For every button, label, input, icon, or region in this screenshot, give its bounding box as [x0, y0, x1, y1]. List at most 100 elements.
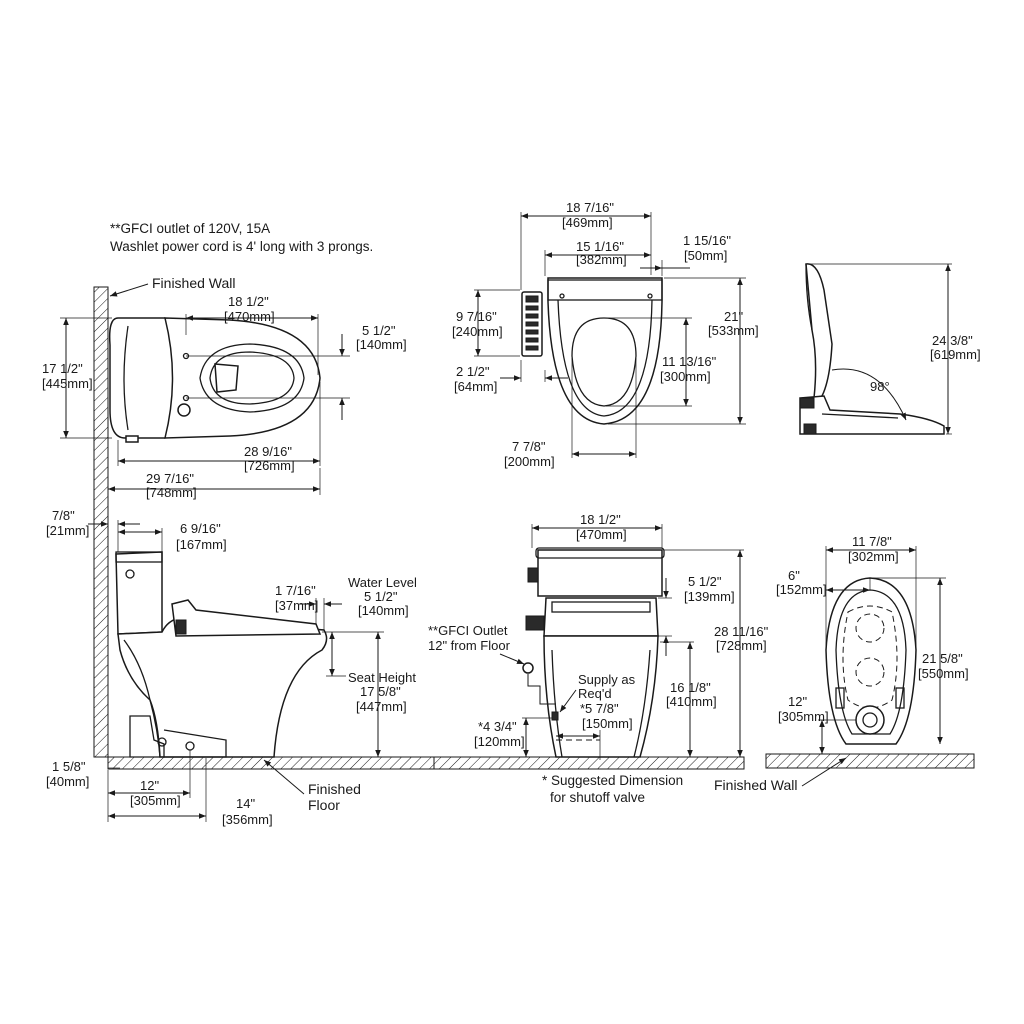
seat-d2-mm: [382mm]	[576, 252, 627, 267]
top-d1-in: 18 1/2"	[228, 294, 269, 309]
gfci-outlet	[522, 662, 534, 674]
side-d6-in: 1 5/8"	[52, 759, 86, 774]
supply-label-1: Supply as	[578, 672, 636, 687]
side-d7-in: 12"	[140, 778, 159, 793]
bottom-d3-in: 21 5/8"	[922, 651, 963, 666]
seatside-d1-in: 24 3/8"	[932, 333, 973, 348]
flush-button	[177, 403, 191, 417]
front-d5-mm: [150mm]	[582, 716, 633, 731]
finished-floor-label-1: Finished	[308, 781, 361, 797]
top-d5-in: 29 7/16"	[146, 471, 194, 486]
side-d3-mm: [37mm]	[275, 598, 318, 613]
side-d8-in: 14"	[236, 796, 255, 811]
finished-wall-hatch	[93, 286, 109, 758]
seat-d8-in: 7 7/8"	[512, 439, 546, 454]
seat-d1-mm: [469mm]	[562, 215, 613, 230]
front-d4-in: 16 1/8"	[670, 680, 711, 695]
bottom-d1-in: 11 7/8"	[852, 534, 892, 549]
side-d4-in: 5 1/2"	[364, 589, 398, 604]
front-floor-hatch	[433, 756, 745, 770]
suggested-note-line1: * Suggested Dimension	[542, 773, 683, 788]
gfci-outlet-label-1: **GFCI Outlet	[428, 623, 508, 638]
seat-top-view: 18 7/16" [469mm] 15 1/16" [382mm] 1 15/1…	[452, 200, 759, 469]
top-d3-in: 5 1/2"	[362, 323, 396, 338]
seat-side-body	[799, 395, 945, 435]
bottom-view: 11 7/8" [302mm] 6" [152mm] 21 5/8" [550m…	[714, 534, 975, 793]
seat-d7-mm: [64mm]	[454, 379, 497, 394]
seat-d3-mm: [50mm]	[684, 248, 727, 263]
tank-front	[537, 549, 663, 597]
seat-d4-in: 9 7/16"	[456, 309, 497, 324]
toilet-body-side	[117, 617, 328, 758]
seat-body-top	[547, 277, 663, 425]
top-view: Finished Wall 18 1/2" [470mm] 17 1/2" [4…	[42, 275, 407, 758]
finished-floor-label-2: Floor	[308, 797, 340, 813]
suggested-note-line2: for shutoff valve	[550, 790, 645, 805]
front-d2-mm: [139mm]	[684, 589, 735, 604]
seat-d8-mm: [200mm]	[504, 454, 555, 469]
front-d6-mm: [120mm]	[474, 734, 525, 749]
lid-open	[805, 263, 833, 399]
side-d2-in: 6 9/16"	[180, 521, 221, 536]
front-d3-in: 28 11/16"	[714, 624, 769, 639]
gfci-note-line1: **GFCI outlet of 120V, 15A	[110, 221, 270, 236]
seat-d6-in: 11 13/16"	[662, 354, 717, 369]
seat-angle: 98°	[870, 379, 890, 394]
drain-outlet	[855, 705, 885, 735]
seatside-d1-mm: [619mm]	[930, 347, 981, 362]
seat-d2-in: 15 1/16"	[576, 239, 624, 254]
gfci-outlet-label-2: 12" from Floor	[428, 638, 511, 653]
water-level-label: Water Level	[348, 575, 417, 590]
tank-side	[115, 551, 163, 635]
top-d4-mm: [726mm]	[244, 458, 295, 473]
side-d3-in: 1 7/16"	[275, 583, 316, 598]
seat-d7-in: 2 1/2"	[456, 364, 490, 379]
seat-d1-in: 18 7/16"	[566, 200, 614, 215]
side-d2-mm: [167mm]	[176, 537, 227, 552]
front-d5-in: *5 7/8"	[580, 701, 619, 716]
gfci-note: **GFCI outlet of 120V, 15A Washlet power…	[110, 221, 373, 254]
seat-d3-in: 1 15/16"	[683, 233, 731, 248]
supply-label-2: Req'd	[578, 686, 612, 701]
finished-floor-hatch	[107, 756, 435, 770]
bottom-d3-mm: [550mm]	[918, 666, 969, 681]
top-d1-mm: [470mm]	[224, 309, 275, 324]
bottom-d4-mm: [305mm]	[778, 709, 829, 724]
side-d5-mm: [447mm]	[356, 699, 407, 714]
top-d4-in: 28 9/16"	[244, 444, 292, 459]
front-d1-in: 18 1/2"	[580, 512, 621, 527]
bottom-wall-hatch	[765, 753, 975, 769]
tank-foot	[125, 435, 139, 443]
top-d3-mm: [140mm]	[356, 337, 407, 352]
front-d2-in: 5 1/2"	[688, 574, 722, 589]
seat-front	[543, 597, 659, 637]
bowl-top	[164, 317, 321, 439]
side-d8-mm: [356mm]	[222, 812, 273, 827]
front-view: **GFCI Outlet 12" from Floor Supply as R…	[428, 512, 769, 805]
front-d6-in: *4 3/4"	[478, 719, 517, 734]
seat-d5-mm: [533mm]	[708, 323, 759, 338]
seat-height-label: Seat Height	[348, 670, 416, 685]
front-d3-mm: [728mm]	[716, 638, 767, 653]
bottom-d2-in: 6"	[788, 568, 800, 583]
bottom-d1-mm: [302mm]	[848, 549, 899, 564]
front-d1-mm: [470mm]	[576, 527, 627, 542]
seat-d4-mm: [240mm]	[452, 324, 503, 339]
top-d2-mm: [445mm]	[42, 376, 93, 391]
finished-wall-label-bottom: Finished Wall	[714, 777, 798, 793]
side-d1-in: 7/8"	[52, 508, 75, 523]
finished-wall-label-top: Finished Wall	[152, 275, 236, 291]
bottom-d2-mm: [152mm]	[776, 582, 827, 597]
top-d5-mm: [748mm]	[146, 485, 197, 500]
gfci-note-line2: Washlet power cord is 4' long with 3 pro…	[110, 239, 373, 254]
seat-d6-mm: [300mm]	[660, 369, 711, 384]
side-view: 7/8" [21mm] 6 9/16" [167mm] 1 7/16" [37m…	[46, 508, 435, 827]
side-d5-in: 17 5/8"	[360, 684, 401, 699]
top-d2-in: 17 1/2"	[42, 361, 83, 376]
bowl-trap	[214, 363, 239, 393]
side-d1-mm: [21mm]	[46, 523, 89, 538]
toilet-body-front	[543, 635, 659, 758]
seat-d5-in: 21"	[724, 309, 743, 324]
seat-side-view: 98° 24 3/8" [619mm]	[799, 263, 981, 435]
